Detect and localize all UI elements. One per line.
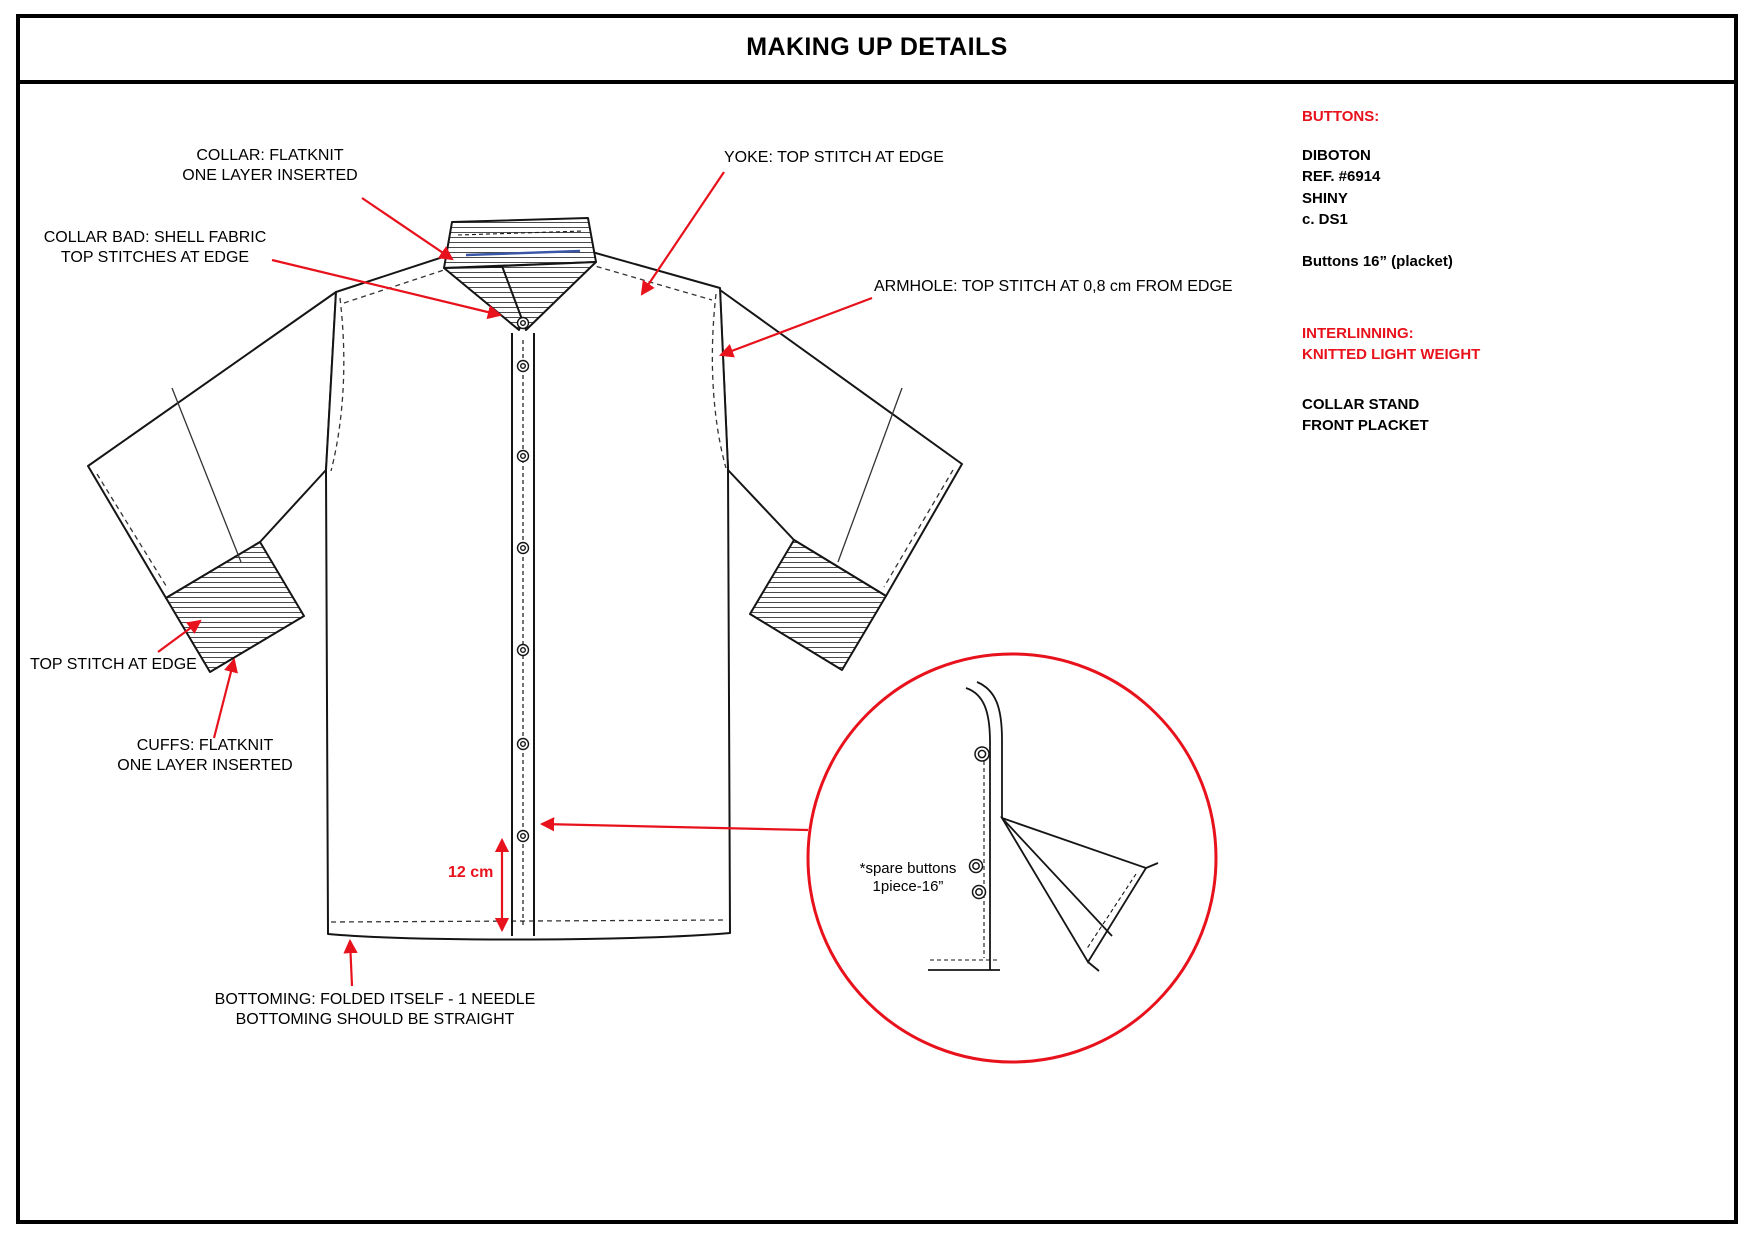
collar-band-stitch xyxy=(457,230,585,236)
shirt-outline xyxy=(87,251,963,941)
left-underarm-stitch xyxy=(96,473,169,590)
buttons-details: DIBOTON REF. #6914 SHINY c. DS1 xyxy=(1302,147,1381,228)
bottoming-annotation: BOTTOMING: FOLDED ITSELF - 1 NEEDLE BOTT… xyxy=(214,991,536,1028)
right-sleeve-fold-line xyxy=(837,387,903,563)
collar-arrow xyxy=(361,197,454,261)
interlining-items: COLLAR STAND FRONT PLACKET xyxy=(1302,396,1429,435)
interlining-heading: INTERLINNING: KNITTED LIGHT WEIGHT xyxy=(1302,325,1481,364)
stitch-lines xyxy=(96,263,954,923)
right-cuff xyxy=(749,539,887,671)
cuff-topstitch-arrow xyxy=(157,619,202,653)
hem-stitch xyxy=(330,919,728,923)
yoke-arrow xyxy=(640,171,725,296)
page-title: MAKING UP DETAILS xyxy=(746,32,1008,61)
title-bar: MAKING UP DETAILS xyxy=(16,14,1738,84)
buttons-size: Buttons 16” (placket) xyxy=(1302,253,1453,270)
right-armhole-stitch xyxy=(711,293,727,469)
left-yoke-stitch xyxy=(343,265,457,304)
cuffs-annotation: CUFFS: FLATKNIT ONE LAYER INSERTED xyxy=(117,737,293,774)
left-cuff xyxy=(165,541,305,673)
placket-dimension-label: 12 cm xyxy=(448,864,494,881)
detail-circle-arrow xyxy=(539,817,809,832)
collar-band xyxy=(443,217,597,269)
collar xyxy=(443,217,597,331)
detail-circle-outline xyxy=(806,652,1218,1064)
cuff-topstitch-annotation: TOP STITCH AT EDGE xyxy=(30,656,197,673)
armhole-arrow xyxy=(718,296,873,358)
collar-contrast-trim xyxy=(465,249,581,257)
left-sleeve-fold-line xyxy=(171,387,242,563)
right-underarm-stitch xyxy=(883,469,954,588)
armhole-annotation: ARMHOLE: TOP STITCH AT 0,8 cm FROM EDGE xyxy=(874,278,1233,295)
left-armhole-stitch xyxy=(330,297,345,472)
buttons-heading: BUTTONS: xyxy=(1302,108,1380,125)
cuffs-arrow xyxy=(212,657,238,739)
collar-band-annotation: COLLAR BAD: SHELL FABRIC TOP STITCHES AT… xyxy=(43,229,267,266)
detail-buttons xyxy=(968,746,990,900)
collar-leaf-right xyxy=(501,261,597,331)
folded-placket-flap xyxy=(999,816,1148,964)
collar-band-arrow xyxy=(271,258,503,320)
page-border xyxy=(16,14,1738,1224)
left-sleeve xyxy=(87,291,337,599)
placket-detail-circle xyxy=(806,652,1218,1064)
right-sleeve xyxy=(719,289,963,597)
collar-annotation: COLLAR: FLATKNIT ONE LAYER INSERTED xyxy=(182,147,358,184)
annotation-arrows xyxy=(157,171,873,987)
bottoming-arrow xyxy=(343,938,358,987)
placket-buttons xyxy=(516,316,530,843)
spare-buttons-note: *spare buttons 1piece-16” xyxy=(859,860,957,896)
yoke-annotation: YOKE: TOP STITCH AT EDGE xyxy=(724,149,944,166)
